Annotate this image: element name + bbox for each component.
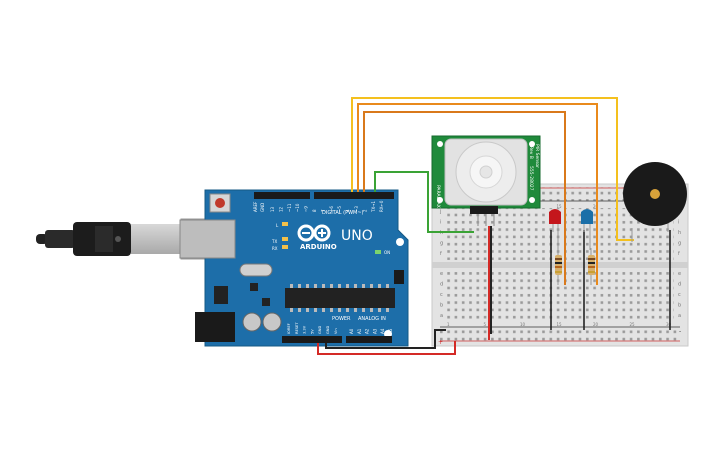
arduino-model-label: UNO (341, 228, 373, 244)
row-letter: g (440, 241, 443, 247)
orange-wire-1 (357, 103, 598, 285)
tx-label: TX (271, 239, 277, 244)
resistor-2-icon (588, 248, 595, 285)
digital-pin-label: 12 (278, 206, 283, 212)
row-letter: f (678, 251, 680, 257)
buzzer-icon (623, 162, 687, 242)
power-label: POWER (332, 316, 351, 322)
row-letter: a (678, 313, 681, 319)
yellow-wire (351, 97, 634, 241)
row-letter: c (440, 292, 443, 298)
row-letter: c (678, 292, 681, 298)
analog-pin-label: A1 (357, 328, 362, 334)
power-pin-label: Vin (334, 328, 338, 334)
power-pin-label: GND (326, 326, 330, 334)
pir-brand: PARALLAX (435, 185, 441, 208)
digital-pin-label: 7 (320, 209, 325, 212)
rail-plus-label: + (438, 339, 443, 346)
row-letter: b (440, 303, 443, 309)
analog-header (346, 336, 392, 343)
power-pin-label: 3.3V (303, 325, 307, 334)
row-letter: d (440, 282, 443, 288)
orange-wire-2 (363, 111, 566, 285)
digital-pin-label: ~5 (337, 206, 342, 212)
analog-pin-label: A5 (388, 328, 393, 334)
analog-pin-label: A3 (372, 328, 377, 334)
digital-pin-label: ~10 (295, 203, 300, 212)
digital-pin-label: ~6 (329, 206, 334, 212)
digital-pin-label: ~11 (287, 203, 292, 212)
pir-label-right: Rev B (528, 146, 534, 159)
green-wire (374, 171, 474, 233)
column-number: 15 (557, 322, 563, 327)
resistor-1-icon (555, 248, 562, 285)
row-letter: e (440, 271, 443, 277)
row-letter: b (678, 303, 681, 309)
digital-pin-label: TX→1 (371, 200, 376, 213)
black-ground-wire (325, 329, 446, 349)
digital-header-right (314, 192, 394, 199)
on-label: ON (384, 250, 390, 255)
digital-header-label: DIGITAL (PWM~) (322, 210, 364, 216)
column-number: 20 (593, 322, 599, 327)
digital-pin-label: 13 (270, 206, 275, 212)
aref-label: AREF (253, 201, 258, 212)
digital-pin-label: 2 (362, 209, 367, 212)
gnd-label: GND (260, 203, 265, 212)
rx-label: RX (272, 246, 278, 251)
digital-pin-label: 4 (346, 209, 351, 212)
column-number: 5 (484, 322, 487, 327)
pir-part-number: 555-28027 (528, 166, 534, 191)
digital-pin-label: RX←0 (379, 200, 384, 212)
row-letter: e (678, 271, 681, 277)
column-number: 10 (520, 322, 526, 327)
digital-pin-label: ~3 (354, 206, 359, 212)
power-pin-label: GND (318, 326, 322, 334)
blue-led-icon (581, 209, 593, 250)
row-letter: f (440, 251, 442, 257)
arduino-brand-label: ARDUINO (300, 243, 337, 251)
row-letter: h (678, 230, 681, 236)
analog-pin-label: A2 (365, 328, 370, 334)
digital-header-left (254, 192, 310, 199)
row-letter: d (678, 282, 681, 288)
row-letter: g (678, 241, 681, 247)
analog-pin-label: A4 (380, 328, 385, 334)
column-number: 20 (593, 204, 599, 209)
column-number: 25 (630, 322, 636, 327)
analog-pin-label: A0 (349, 328, 354, 334)
digital-pin-label: 8 (312, 209, 317, 212)
pir-label-left: PIR Sensor (534, 144, 540, 168)
column-number: 1 (447, 322, 450, 327)
row-letter: a (440, 313, 443, 319)
power-pin-label: RESET (295, 322, 299, 334)
red-led-icon (549, 209, 561, 250)
arduino-logo-icon (297, 224, 331, 242)
red-power-wire (317, 341, 456, 355)
pir-sensor: PIR Sensor Rev B 555-28027 PARALLAX (431, 135, 541, 226)
arduino-board: ARDUINO UNO DIGITAL (PWM~) POWER ANALOG … (179, 189, 409, 347)
row-letter: i (440, 220, 441, 226)
power-header (282, 336, 342, 343)
rail-minus-label: - (679, 328, 681, 335)
power-pin-label: 5V (310, 329, 314, 334)
column-number: 30 (666, 322, 672, 327)
power-pin-label: IOREF (287, 323, 291, 334)
row-letter: j (439, 209, 441, 215)
l-label: L (276, 223, 279, 228)
digital-pin-label: ~9 (304, 206, 309, 212)
row-letter: i (678, 220, 679, 226)
column-number: 15 (557, 204, 563, 209)
reset-button-icon (215, 198, 225, 208)
analog-label: ANALOG IN (358, 316, 386, 322)
